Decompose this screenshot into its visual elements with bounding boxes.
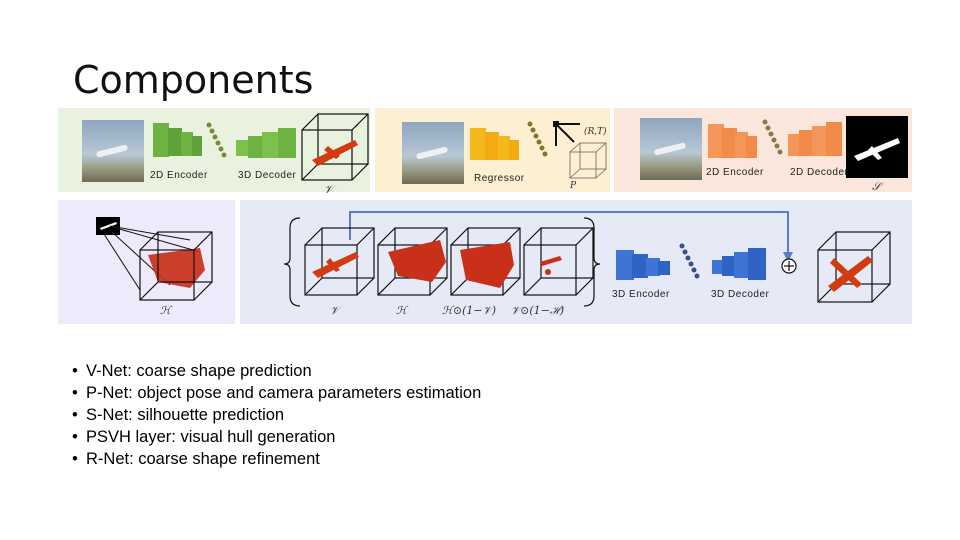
vnet-voxel-cube	[301, 113, 369, 181]
list-item: S-Net: silhouette prediction	[72, 404, 481, 426]
rnet-encoder-block-3	[646, 258, 660, 276]
vnet-decoder-label: 3D Decoder	[238, 170, 297, 181]
snet-latent-dots	[762, 119, 783, 155]
vnet-latent-dots	[206, 122, 227, 158]
silhouette-output	[846, 116, 908, 178]
snet-decoder-block-3	[812, 126, 828, 156]
pnet-encoder-block-3	[498, 136, 510, 160]
camera-frustum-cube	[569, 142, 607, 179]
snet-encoder-block-1	[708, 124, 724, 158]
rnet-input-symbol-2: ℋ	[396, 304, 407, 317]
psvh-panel	[58, 200, 235, 324]
snet-decoder-block-1	[788, 134, 800, 156]
vnet-encoder-block-4	[192, 136, 202, 156]
pnet-encoder-block-4	[509, 140, 519, 160]
rnet-decoder-block-2	[722, 256, 736, 276]
slide-title: Components	[73, 58, 314, 102]
snet-encoder-block-2	[722, 128, 737, 158]
input-image-pnet	[402, 122, 464, 184]
list-item: PSVH layer: visual hull generation	[72, 426, 481, 448]
pnet-encoder-block-1	[470, 128, 486, 160]
psvh-visual-hull	[96, 217, 213, 301]
rnet-input-symbol-1: 𝒱	[330, 304, 340, 317]
input-image-snet	[640, 118, 702, 180]
camera-symbol: P	[570, 181, 577, 191]
snet-decoder-label: 2D Decoder	[790, 167, 849, 178]
rnet-encoder-block-4	[658, 261, 670, 275]
vnet-decoder-block-3	[262, 132, 280, 158]
vnet-encoder-block-1	[153, 123, 169, 157]
vnet-encoder-block-2	[168, 128, 182, 156]
plus-icon	[781, 258, 797, 274]
snet-encoder-label: 2D Encoder	[706, 167, 764, 178]
rnet-input-stack	[283, 211, 793, 307]
plane-silhouette	[854, 138, 900, 161]
snet-encoder-block-3	[735, 132, 748, 158]
vnet-decoder-block-4	[278, 128, 296, 158]
psvh-output-symbol: ℋ	[160, 304, 171, 317]
list-item: V-Net: coarse shape prediction	[72, 360, 481, 382]
rnet-encoder-block-2	[632, 254, 648, 278]
rnet-input-symbol-3: ℋ⊙(1−𝒱)	[442, 304, 497, 317]
vnet-encoder-label: 2D Encoder	[150, 170, 208, 181]
camera-pose-icon	[553, 121, 580, 146]
rnet-decoder-label: 3D Decoder	[711, 289, 770, 300]
pnet-encoder-block-2	[485, 132, 499, 160]
pose-symbol: (R,T)	[584, 127, 607, 137]
vnet-output-symbol: 𝒱	[324, 183, 334, 196]
list-item: R-Net: coarse shape refinement	[72, 448, 481, 470]
snet-decoder-block-2	[799, 130, 813, 156]
vnet-encoder-block-3	[181, 132, 193, 156]
list-item: P-Net: object pose and camera parameters…	[72, 382, 481, 404]
refined-voxel-cube	[817, 231, 891, 303]
rnet-latent-dots	[679, 243, 700, 279]
snet-decoder-block-4	[826, 122, 842, 156]
pnet-regressor-label: Regressor	[474, 173, 525, 184]
vnet-decoder-block-2	[248, 136, 264, 158]
pnet-regressor-dots	[527, 121, 548, 157]
component-list: V-Net: coarse shape prediction P-Net: ob…	[72, 360, 481, 470]
vnet-decoder-block-1	[236, 140, 250, 156]
input-image-vnet	[82, 120, 144, 182]
rnet-decoder-block-4	[748, 248, 766, 280]
rnet-decoder-block-1	[712, 260, 724, 274]
rnet-encoder-label: 3D Encoder	[612, 289, 670, 300]
snet-encoder-block-4	[746, 136, 757, 158]
rnet-decoder-block-3	[734, 252, 750, 278]
rnet-encoder-block-1	[616, 250, 634, 280]
snet-output-symbol: 𝒮	[872, 180, 881, 193]
rnet-input-symbol-4: 𝒱⊙(1−ℋ)	[511, 304, 565, 317]
